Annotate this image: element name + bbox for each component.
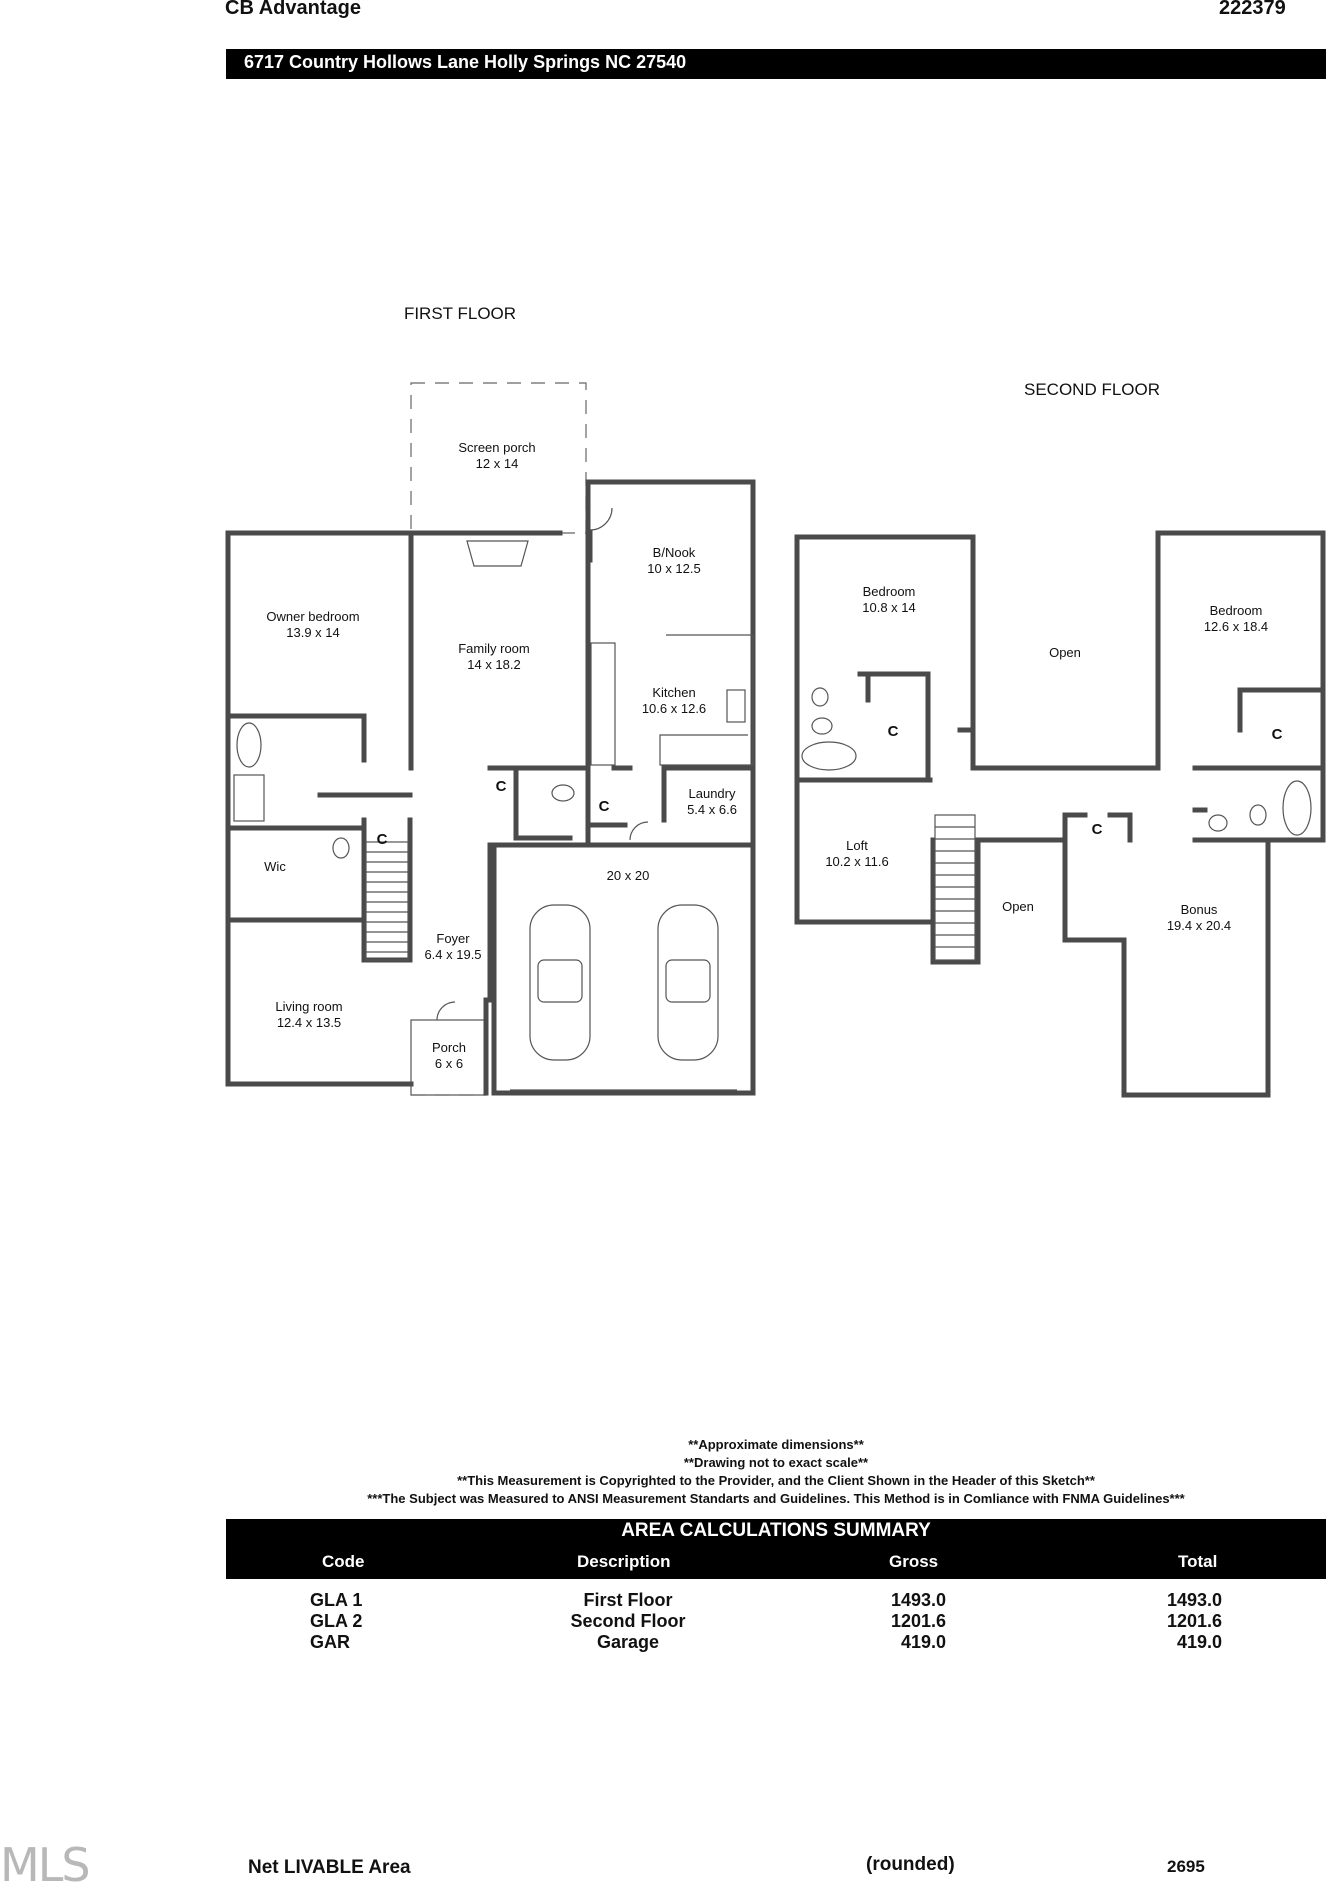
second-floor-plan	[794, 530, 1326, 1098]
property-address: 6717 Country Hollows Lane Holly Springs …	[244, 52, 687, 72]
second-floor-toilet-a	[811, 717, 833, 735]
room-loft-name: Loft	[846, 838, 868, 853]
row-code: GLA 1	[310, 1590, 363, 1610]
room-bonus-size: 19.4 x 20.4	[1167, 918, 1231, 933]
first-floor-title: FIRST FLOOR	[404, 304, 516, 323]
room-porch-name: Porch	[432, 1040, 466, 1055]
garage-entry-door	[629, 821, 649, 841]
row-total: 1201.6	[1166, 1611, 1222, 1631]
row-description: First Floor	[583, 1590, 673, 1610]
room-laundry-name: Laundry	[689, 786, 736, 801]
screen-porch-door	[589, 507, 613, 531]
second-floor-tub-b	[1282, 780, 1312, 836]
kitchen-sink	[726, 689, 746, 723]
open-area-lower: Open	[1002, 899, 1034, 914]
closet-mark: C	[377, 831, 388, 848]
second-floor-outline	[794, 530, 1326, 1098]
row-gross: 1493.0	[890, 1590, 946, 1610]
col-total-header: Total	[1178, 1552, 1218, 1571]
first-floor-toilet-b	[551, 784, 575, 802]
file-number: 222379	[1219, 0, 1286, 19]
room-bnook-size: 10 x 12.5	[647, 561, 701, 576]
room-family-name: Family room	[458, 641, 530, 656]
open-area-upper: Open	[1049, 645, 1081, 660]
address-bar	[226, 49, 1326, 79]
room-bedroom-2b-size: 12.6 x 18.4	[1204, 619, 1268, 634]
room-bedroom-2a-size: 10.8 x 14	[862, 600, 916, 615]
note-not-to-scale: **Drawing not to exact scale**	[683, 1455, 869, 1470]
row-gross: 1201.6	[890, 1611, 946, 1631]
row-description: Second Floor	[570, 1611, 686, 1631]
second-floor-stairs	[934, 814, 976, 961]
room-living-size: 12.4 x 13.5	[277, 1015, 341, 1030]
row-total: 1493.0	[1166, 1590, 1222, 1610]
first-floor-stairs	[365, 841, 409, 961]
second-floor-toilet-b	[1249, 804, 1267, 826]
first-floor-shower	[233, 774, 265, 822]
first-floor-plan	[225, 382, 756, 1096]
row-code: GAR	[310, 1632, 350, 1652]
first-floor-toilet-a	[332, 837, 350, 859]
row-gross: 419.0	[900, 1632, 946, 1652]
net-livable-label: Net LIVABLE Area	[248, 1857, 411, 1878]
closet-mark: C	[599, 798, 610, 815]
closet-mark: C	[496, 778, 507, 795]
closet-mark: C	[888, 723, 899, 740]
mls-logo: MLS	[0, 1838, 91, 1892]
room-owner-bedroom-size: 13.9 x 14	[286, 625, 340, 640]
rounded-label: (rounded)	[866, 1854, 955, 1875]
kitchen-counter	[659, 634, 754, 766]
second-floor-sink-a	[811, 687, 829, 707]
row-code: GLA 2	[310, 1611, 363, 1631]
note-approximate: **Approximate dimensions**	[688, 1437, 864, 1452]
front-door	[436, 1001, 456, 1021]
room-foyer-name: Foyer	[436, 931, 470, 946]
room-garage-size: 20 x 20	[607, 868, 650, 883]
room-bonus-name: Bonus	[1181, 902, 1218, 917]
room-living-name: Living room	[275, 999, 342, 1014]
room-foyer-size: 6.4 x 19.5	[424, 947, 481, 962]
summary-header-bar	[226, 1519, 1326, 1579]
closet-mark: C	[1272, 726, 1283, 743]
room-kitchen-name: Kitchen	[652, 685, 695, 700]
room-owner-bedroom-name: Owner bedroom	[266, 609, 359, 624]
room-bnook-name: B/Nook	[653, 545, 696, 560]
row-description: Garage	[596, 1632, 660, 1652]
floor-plan: FIRST FLOOR SECOND FLOOR	[225, 304, 1326, 1098]
room-family-size: 14 x 18.2	[467, 657, 521, 672]
garage-car-right	[657, 904, 719, 1061]
col-description-header: Description	[577, 1552, 671, 1571]
first-floor-tub	[236, 722, 262, 768]
row-total: 419.0	[1176, 1632, 1222, 1652]
fireplace	[466, 540, 529, 567]
wall-west	[225, 530, 414, 1087]
company-name: CB Advantage	[225, 0, 361, 19]
room-kitchen-size: 10.6 x 12.6	[642, 701, 706, 716]
room-bedroom-2b-name: Bedroom	[1210, 603, 1263, 618]
room-laundry-size: 5.4 x 6.6	[687, 802, 737, 817]
second-floor-sink-b	[1208, 814, 1228, 832]
note-copyright: **This Measurement is Copyrighted to the…	[457, 1473, 1095, 1488]
garage-car-left	[529, 904, 591, 1061]
room-screen-porch-size: 12 x 14	[476, 456, 519, 471]
kitchen-island	[590, 642, 616, 766]
room-wic-name: Wic	[264, 859, 286, 874]
second-floor-tub-a	[801, 741, 857, 771]
room-screen-porch-name: Screen porch	[458, 440, 535, 455]
net-livable-value: 2695	[1167, 1857, 1205, 1876]
note-ansi: ***The Subject was Measured to ANSI Meas…	[367, 1491, 1185, 1506]
summary-title: AREA CALCULATIONS SUMMARY	[621, 1520, 931, 1541]
room-loft-size: 10.2 x 11.6	[825, 854, 888, 869]
room-porch-size: 6 x 6	[435, 1056, 463, 1071]
room-bedroom-2a-name: Bedroom	[863, 584, 916, 599]
col-code-header: Code	[322, 1552, 365, 1571]
second-floor-title: SECOND FLOOR	[1024, 380, 1160, 399]
garage-walls	[491, 842, 756, 1096]
col-gross-header: Gross	[889, 1552, 939, 1571]
closet-mark: C	[1092, 821, 1103, 838]
